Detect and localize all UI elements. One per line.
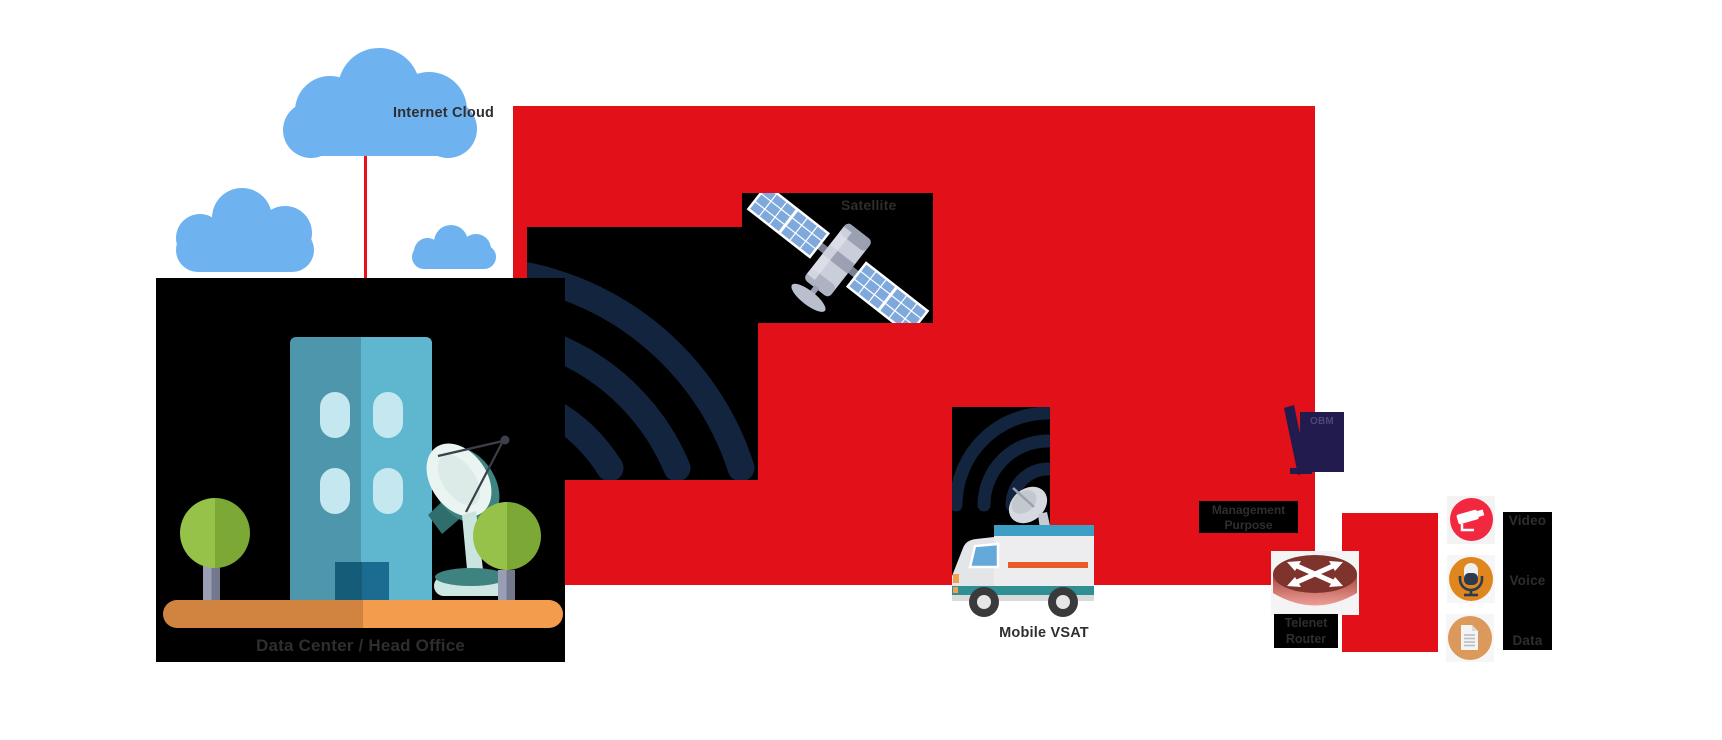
service-labels-panel	[1503, 512, 1552, 650]
ground-bar	[163, 600, 563, 628]
management-line1: Management	[1211, 503, 1286, 517]
management-line2: Purpose	[1224, 518, 1273, 532]
internet-cloud-label: Internet Cloud	[393, 105, 495, 121]
cctv-camera-glyph	[1456, 509, 1485, 532]
document-glyph	[1461, 625, 1478, 650]
data-center-panel: Data Center / Head Office	[156, 278, 565, 662]
telenet-router-icon	[1273, 555, 1357, 606]
vsat-van-icon	[952, 486, 1094, 617]
management-purpose-label: Management Purpose	[1199, 501, 1298, 533]
data-icon	[1446, 614, 1494, 662]
tree-icon	[180, 498, 250, 568]
voice-label: Voice	[1509, 573, 1546, 588]
video-label: Video	[1508, 513, 1547, 528]
tree-icon	[473, 502, 541, 570]
building-icon	[290, 337, 432, 600]
obm-label: OBM	[1310, 416, 1334, 427]
video-icon	[1447, 496, 1495, 544]
ground-dish-icon	[426, 435, 510, 596]
tree-trunk	[498, 570, 515, 600]
satellite-icon	[746, 193, 930, 323]
voice-icon	[1447, 555, 1495, 603]
microphone-glyph	[1458, 563, 1484, 597]
building-door	[335, 562, 389, 600]
cloud-link-line	[364, 156, 367, 308]
cloud-small-left-icon	[172, 188, 318, 276]
telenet-line2: Router	[1285, 632, 1327, 646]
obm-icon	[1284, 405, 1344, 475]
telenet-line1: Telenet	[1284, 616, 1328, 630]
signal-wave-panel	[527, 227, 758, 480]
satellite-label: Satellite	[841, 197, 897, 213]
tree-trunk	[203, 566, 220, 600]
telenet-router-label: Telenet Router	[1274, 614, 1338, 648]
cloud-small-right-icon	[410, 225, 498, 271]
internet-cloud-icon	[283, 48, 477, 166]
data-label: Data	[1512, 633, 1543, 648]
mobile-vsat-label: Mobile VSAT	[999, 625, 1089, 641]
data-center-label: Data Center / Head Office	[255, 636, 466, 655]
